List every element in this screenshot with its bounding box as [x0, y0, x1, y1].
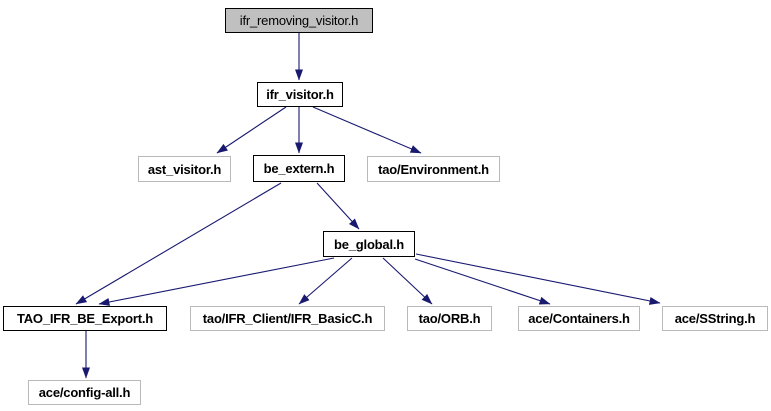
edge-be-global-to-ace-containers	[414, 258, 551, 305]
node-be-extern-h[interactable]: be_extern.h	[253, 155, 345, 182]
edge-ifr-visitor-to-ast-visitor	[216, 106, 287, 154]
node-ace-containers-h: ace/Containers.h	[518, 306, 640, 331]
edge-ifr-visitor-to-tao-environment	[312, 106, 422, 154]
edge-be-extern-to-be-global	[316, 182, 360, 230]
edge-be-global-to-tao-ifr-be-export	[98, 257, 335, 306]
edge-be-extern-to-tao-ifr-be-export	[75, 182, 282, 305]
node-ace-sstring-h: ace/SString.h	[662, 306, 768, 331]
node-ast-visitor-h: ast_visitor.h	[138, 156, 231, 182]
edge-be-global-to-ifr-basicc	[298, 257, 353, 305]
node-tao-environment-h: tao/Environment.h	[367, 156, 500, 182]
node-tao-ifr-client-ifr-basicc-h: tao/IFR_Client/IFR_BasicC.h	[190, 306, 385, 331]
node-tao-orb-h: tao/ORB.h	[407, 306, 492, 331]
node-ifr-visitor-h[interactable]: ifr_visitor.h	[257, 82, 343, 107]
edge-be-global-to-ace-sstring	[415, 253, 661, 305]
edge-be-global-to-tao-orb	[382, 257, 433, 305]
node-ace-config-all-h: ace/config-all.h	[28, 380, 141, 405]
node-tao-ifr-be-export-h[interactable]: TAO_IFR_BE_Export.h	[3, 306, 167, 331]
node-be-global-h[interactable]: be_global.h	[323, 231, 415, 257]
node-ifr-removing-visitor-h: ifr_removing_visitor.h	[225, 8, 373, 33]
